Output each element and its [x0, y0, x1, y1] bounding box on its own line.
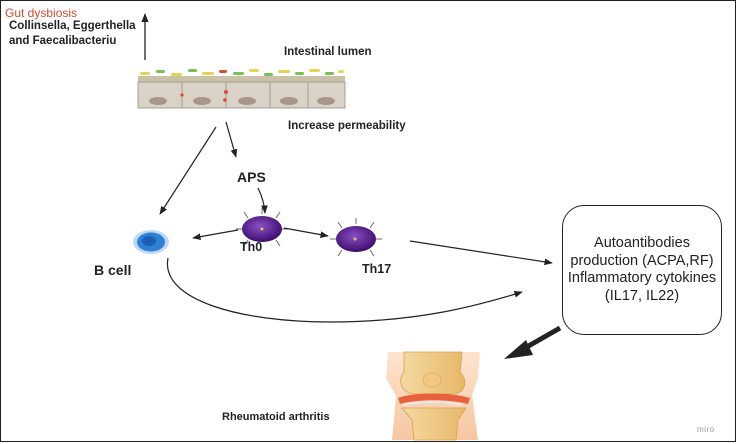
- th0-to-th17-arrow: [283, 227, 329, 238]
- miro-watermark: miro: [697, 425, 715, 434]
- aps-to-th0-arrow: [257, 187, 268, 214]
- th17-to-box-arrow: [409, 240, 553, 266]
- epithelium-to-aps-arrow: [225, 121, 238, 158]
- increase-permeability-label: Increase permeability: [288, 120, 406, 132]
- epithelial-cells: [137, 81, 346, 109]
- knee-joint-illustration: [386, 351, 480, 441]
- outcome-box-text: Autoantibodies production (ACPA,RF) Infl…: [567, 235, 717, 304]
- intestinal-epithelium: [137, 69, 346, 109]
- th0-to-bcell-arrow: [192, 229, 239, 240]
- th17-label: Th17: [362, 262, 392, 276]
- aps-label: APS: [237, 169, 266, 185]
- th0-label: Th0: [240, 240, 263, 254]
- box-to-joint-arrow: [504, 325, 562, 359]
- gut-microbes: [140, 69, 344, 76]
- bcell-to-box-curve-arrow: [166, 257, 523, 323]
- outcome-box: Autoantibodies production (ACPA,RF) Infl…: [562, 205, 722, 335]
- rheumatoid-arthritis-label: Rheumatoid arthritis: [222, 411, 330, 423]
- th0-cell: [236, 208, 288, 247]
- b-cell-label: B cell: [94, 262, 132, 278]
- epithelium-to-bcell-arrow: [159, 126, 217, 215]
- intestinal-lumen-label: Intestinal lumen: [284, 46, 372, 58]
- bacteria-label: Collinsella, Eggerthella and Faecalibact…: [9, 20, 136, 47]
- gut-dysbiosis-label: Gut dysbiosis: [5, 6, 78, 20]
- b-cell: [133, 230, 169, 254]
- th17-cell: [330, 218, 382, 257]
